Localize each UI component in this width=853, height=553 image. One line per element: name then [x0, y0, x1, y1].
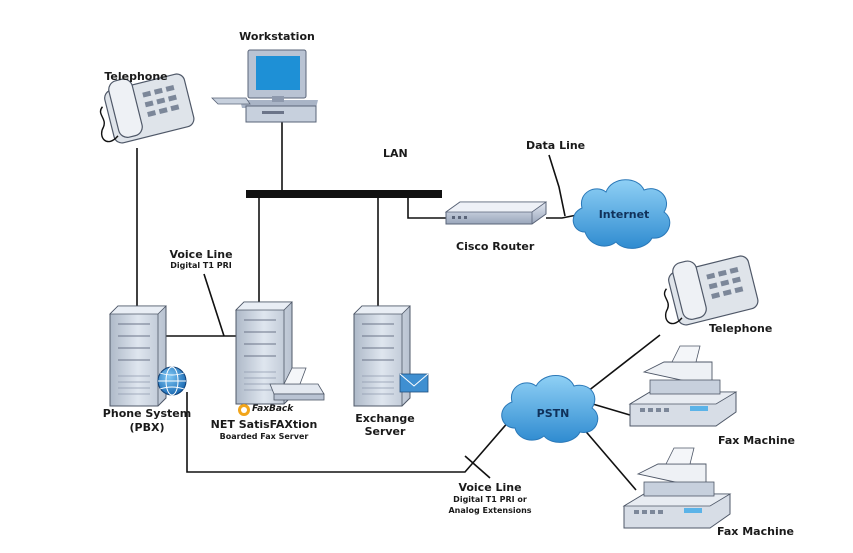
- exchange-label: Exchange: [355, 412, 415, 425]
- lan-label: LAN: [383, 147, 408, 160]
- telephone-left-icon: [99, 73, 195, 144]
- voice-line-top-label: Voice Line: [169, 248, 233, 261]
- internet-cloud-icon: [572, 179, 671, 249]
- pbx-label: (PBX): [129, 421, 165, 434]
- telephone-left-label: Telephone: [104, 70, 168, 83]
- phone-system-label: Phone System: [102, 407, 192, 420]
- workstation-icon: [211, 49, 318, 123]
- small-fax-icon: [269, 367, 325, 401]
- faxback-logo-text: FaxBack: [252, 404, 294, 414]
- lan-bus: [246, 190, 442, 198]
- pstn-label: PSTN: [536, 407, 570, 420]
- server-label: Server: [364, 425, 406, 438]
- telephone-right-label: Telephone: [709, 322, 773, 335]
- pstn-cloud-icon: [501, 375, 599, 443]
- faxback-logo-mark: [238, 404, 250, 416]
- exchange-tower-icon: [353, 305, 411, 407]
- cisco-router-icon: [444, 201, 548, 225]
- workstation-label: Workstation: [239, 30, 315, 43]
- voice-line-bottom-sub2-label: Analog Extensions: [448, 506, 532, 515]
- voice-line-bottom-pointer: [464, 455, 491, 479]
- data-line-label: Data Line: [526, 139, 586, 152]
- fax-machine-1-icon: [628, 345, 738, 427]
- boarded-fax-server-label: Boarded Fax Server: [219, 432, 309, 441]
- voice-line-top-sub-label: Digital T1 PRI: [170, 261, 232, 270]
- lan-to-router-link: [407, 194, 448, 219]
- envelope-icon: [399, 373, 429, 393]
- pstn-to-telephone-link: [582, 334, 661, 396]
- pbx-to-pstn-link: [186, 392, 511, 473]
- globe-icon: [157, 366, 187, 396]
- voice-line-top-pointer: [203, 273, 225, 337]
- fax-machine-2-label: Fax Machine: [717, 525, 794, 538]
- telephone-right-icon: [663, 255, 759, 326]
- cisco-router-label: Cisco Router: [456, 240, 535, 253]
- voice-line-bottom-label: Voice Line: [458, 481, 522, 494]
- fax-machine-1-label: Fax Machine: [718, 434, 795, 447]
- internet-label: Internet: [598, 208, 650, 221]
- voice-line-bottom-sub1-label: Digital T1 PRI or: [453, 495, 527, 504]
- fax-machine-2-icon: [622, 447, 732, 529]
- pbx-tower-icon: [109, 305, 167, 407]
- data-line-pointer: [548, 154, 566, 217]
- fax-server-tower-icon: [235, 301, 293, 405]
- net-satisfaxtion-label: NET SatisFAXtion: [210, 418, 318, 431]
